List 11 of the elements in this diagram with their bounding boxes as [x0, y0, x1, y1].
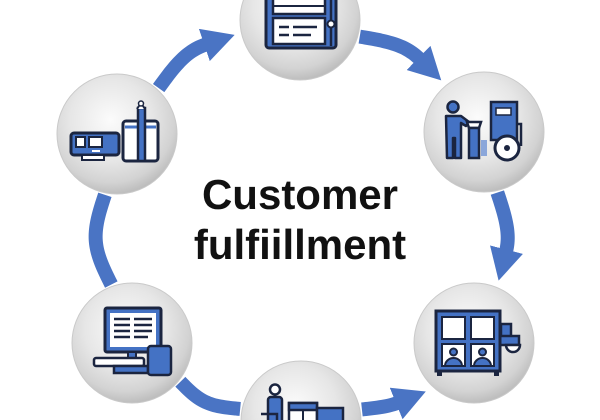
- connector-line: [88, 190, 118, 288]
- arrow: [356, 30, 442, 80]
- connector-line: [175, 376, 244, 416]
- arrow: [490, 189, 523, 281]
- step-circle: [413, 282, 535, 404]
- step-circle: [56, 73, 178, 195]
- title: Customer fulfiillment: [192, 170, 408, 270]
- arrow: [152, 28, 235, 92]
- arrow: [358, 388, 426, 420]
- step-circle: [71, 282, 193, 404]
- step-circle: [423, 71, 545, 193]
